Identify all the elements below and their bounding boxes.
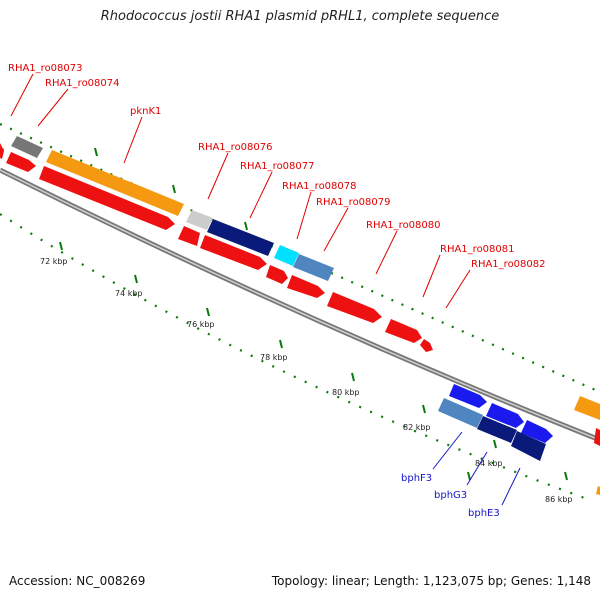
gene-features-bph [438, 384, 553, 461]
gene-pknK1-feature [46, 150, 184, 216]
gene-bphF3-feature [438, 398, 483, 428]
gene-label-ro08073: RHA1_ro08073 [8, 63, 83, 74]
gene-label-ro08076: RHA1_ro08076 [198, 142, 273, 153]
topology-text: Topology: linear; Length: 1,123,075 bp; … [271, 574, 591, 588]
kbp-label-78: 78 kbp [260, 353, 288, 362]
gene-orange-right-feature [574, 396, 600, 420]
kbp-label-84: 84 kbp [475, 459, 503, 468]
gene-ro08076-feature [186, 210, 213, 230]
gene-label-pknK1: pknK1 [130, 106, 161, 117]
gene-ro08079-feature [293, 254, 334, 281]
gene-label-ro08077: RHA1_ro08077 [240, 161, 315, 172]
kbp-label-86: 86 kbp [545, 495, 573, 504]
gene-ro08077-feature [207, 219, 274, 256]
gene-ro08074-feature [11, 136, 43, 158]
gene-label-ro08082: RHA1_ro08082 [471, 259, 546, 270]
kbp-label-74: 74 kbp [115, 289, 143, 298]
gene-label-ro08081: RHA1_ro08081 [440, 244, 515, 255]
kbp-label-82: 82 kbp [403, 423, 431, 432]
gene-orange-far-right-feature [596, 486, 600, 495]
gene-label-ro08074: RHA1_ro08074 [45, 78, 120, 89]
map-title: Rhodococcus jostii RHA1 plasmid pRHL1, c… [100, 9, 500, 24]
sequence-backbone [0, 167, 600, 443]
gene-label-ro08079: RHA1_ro08079 [316, 197, 391, 208]
gene-arrows-red [0, 143, 600, 446]
gene-features-top [0, 136, 600, 495]
gene-bphE3-feature [511, 431, 546, 461]
accession-text: Accession: NC_008269 [9, 574, 146, 588]
label-leaders [10, 73, 521, 506]
kbp-label-76: 76 kbp [187, 320, 215, 329]
kbp-label-72: 72 kbp [40, 257, 68, 266]
gene-label-bphE3: bphE3 [468, 508, 500, 519]
tick-rows [0, 122, 600, 502]
gene-label-bphG3: bphG3 [434, 490, 467, 501]
gene-labels: RHA1_ro08073 RHA1_ro08074 pknK1 RHA1_ro0… [8, 63, 546, 519]
kbp-scale-labels: 72 kbp 74 kbp 76 kbp 78 kbp 80 kbp 82 kb… [40, 257, 573, 504]
gene-ro08078-feature [274, 245, 299, 266]
kbp-label-80: 80 kbp [332, 388, 360, 397]
gene-bphG3-feature [477, 416, 517, 443]
gene-label-ro08080: RHA1_ro08080 [366, 220, 441, 231]
gene-label-ro08078: RHA1_ro08078 [282, 181, 357, 192]
gene-label-bphF3: bphF3 [401, 473, 432, 484]
